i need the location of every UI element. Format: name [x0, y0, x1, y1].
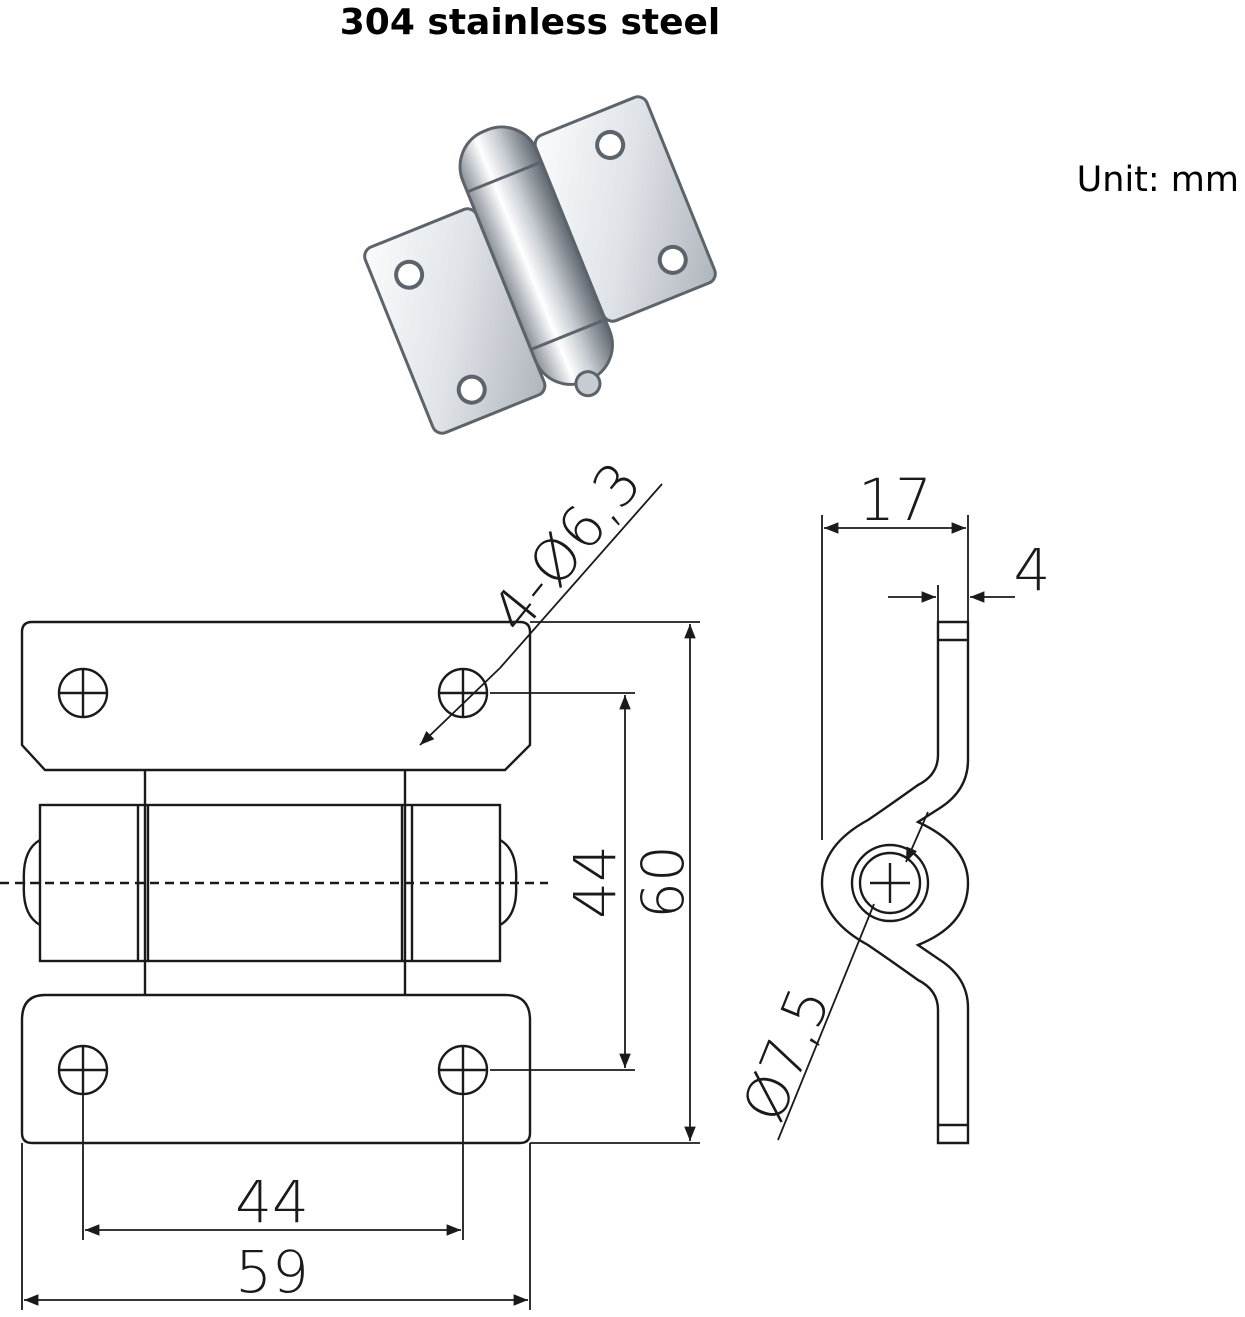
hinge-photo	[363, 95, 717, 435]
dim-hole-spacing-horizontal: 44	[235, 1168, 309, 1236]
product-title: 304 stainless steel	[339, 2, 721, 43]
mount-hole	[437, 667, 489, 719]
mount-hole	[57, 1044, 109, 1096]
mount-hole	[57, 667, 109, 719]
side-dimensions	[777, 515, 1015, 1141]
dim-overall-height: 60	[629, 845, 697, 919]
dim-overall-width: 59	[235, 1238, 309, 1306]
front-view	[0, 620, 548, 1145]
mount-hole	[437, 1044, 489, 1096]
dim-side-depth: 17	[858, 466, 932, 534]
dim-leaf-thickness: 4	[1014, 536, 1051, 604]
front-dimensions	[21, 483, 700, 1310]
dim-hole-spec: 4-Ø6,3	[478, 449, 655, 645]
dim-hole-spacing-vertical: 44	[561, 845, 629, 919]
dim-pin-diameter: Ø7,5	[729, 978, 844, 1131]
side-view	[820, 620, 970, 1145]
unit-label: Unit: mm	[1076, 160, 1239, 200]
dimension-labels: 44 59 44 60 4-Ø6,3 17 4 Ø7,5	[235, 449, 1050, 1306]
